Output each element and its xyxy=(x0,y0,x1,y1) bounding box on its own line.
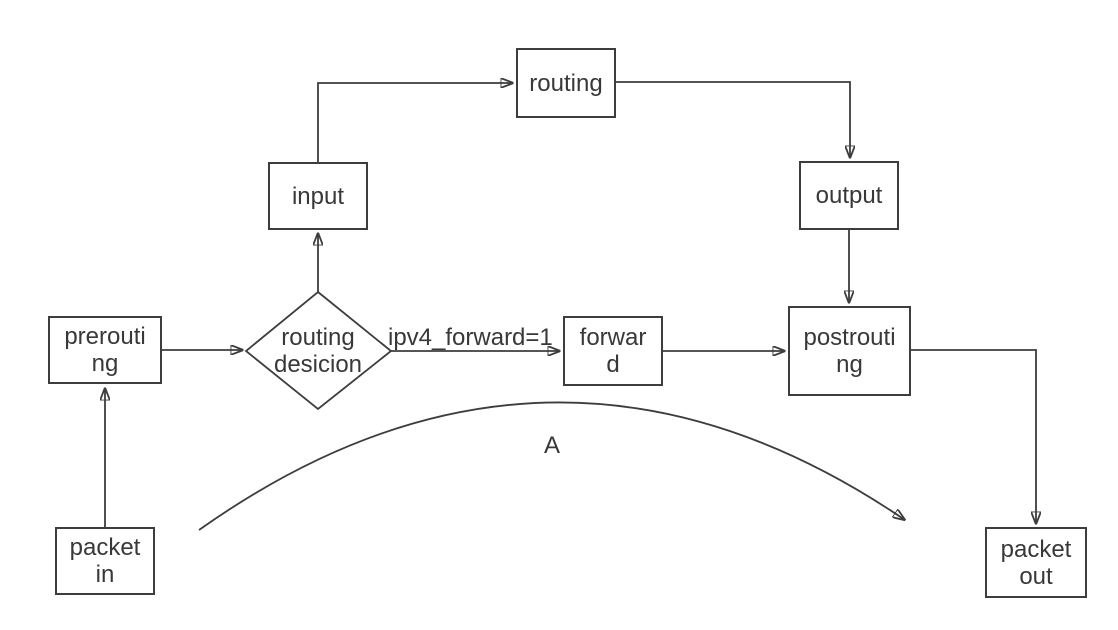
node-input: input xyxy=(268,162,368,230)
node-output-label: output xyxy=(815,182,883,209)
node-packet-in-label-line1: packet xyxy=(69,534,141,561)
node-postrouting: postrouti ng xyxy=(788,306,911,396)
edge-postrouting-to-packet-out xyxy=(911,349,1036,524)
edge-label-ipv4-forward: ipv4_forward=1 xyxy=(388,324,553,351)
node-routing: routing xyxy=(516,48,616,118)
node-packet-in-label-line2: in xyxy=(95,561,115,588)
node-postrouting-label-line2: ng xyxy=(836,351,863,378)
node-routing-label: routing xyxy=(529,69,603,97)
node-packet-out-label-line2: out xyxy=(1019,562,1053,590)
node-output: output xyxy=(799,161,899,230)
node-prerouting-label-line2: ng xyxy=(91,350,119,377)
node-routing-decision-label: routing desicion xyxy=(246,317,390,385)
routing-decision-diamond xyxy=(244,290,393,411)
node-forward: forwar d xyxy=(563,316,663,386)
node-prerouting-label-line1: prerouti xyxy=(64,323,146,350)
edge-input-to-routing xyxy=(317,83,513,162)
node-postrouting-label-line1: postrouti xyxy=(803,324,896,351)
node-input-label: input xyxy=(291,182,345,210)
node-prerouting: prerouti ng xyxy=(48,316,162,384)
node-forward-label-line2: d xyxy=(606,351,620,378)
node-packet-out-label-line1: packet xyxy=(1000,535,1072,563)
node-routing-decision-label-line1: routing xyxy=(281,324,355,351)
edge-label-bypass-a: A xyxy=(544,432,561,459)
edge-routing-to-output xyxy=(616,81,850,158)
edge-bypass-curve xyxy=(198,401,905,531)
node-packet-out: packet out xyxy=(985,527,1087,598)
node-routing-decision-label-line2: desicion xyxy=(273,351,363,378)
node-packet-in: packet in xyxy=(55,527,155,595)
node-forward-label-line1: forwar xyxy=(579,324,647,351)
